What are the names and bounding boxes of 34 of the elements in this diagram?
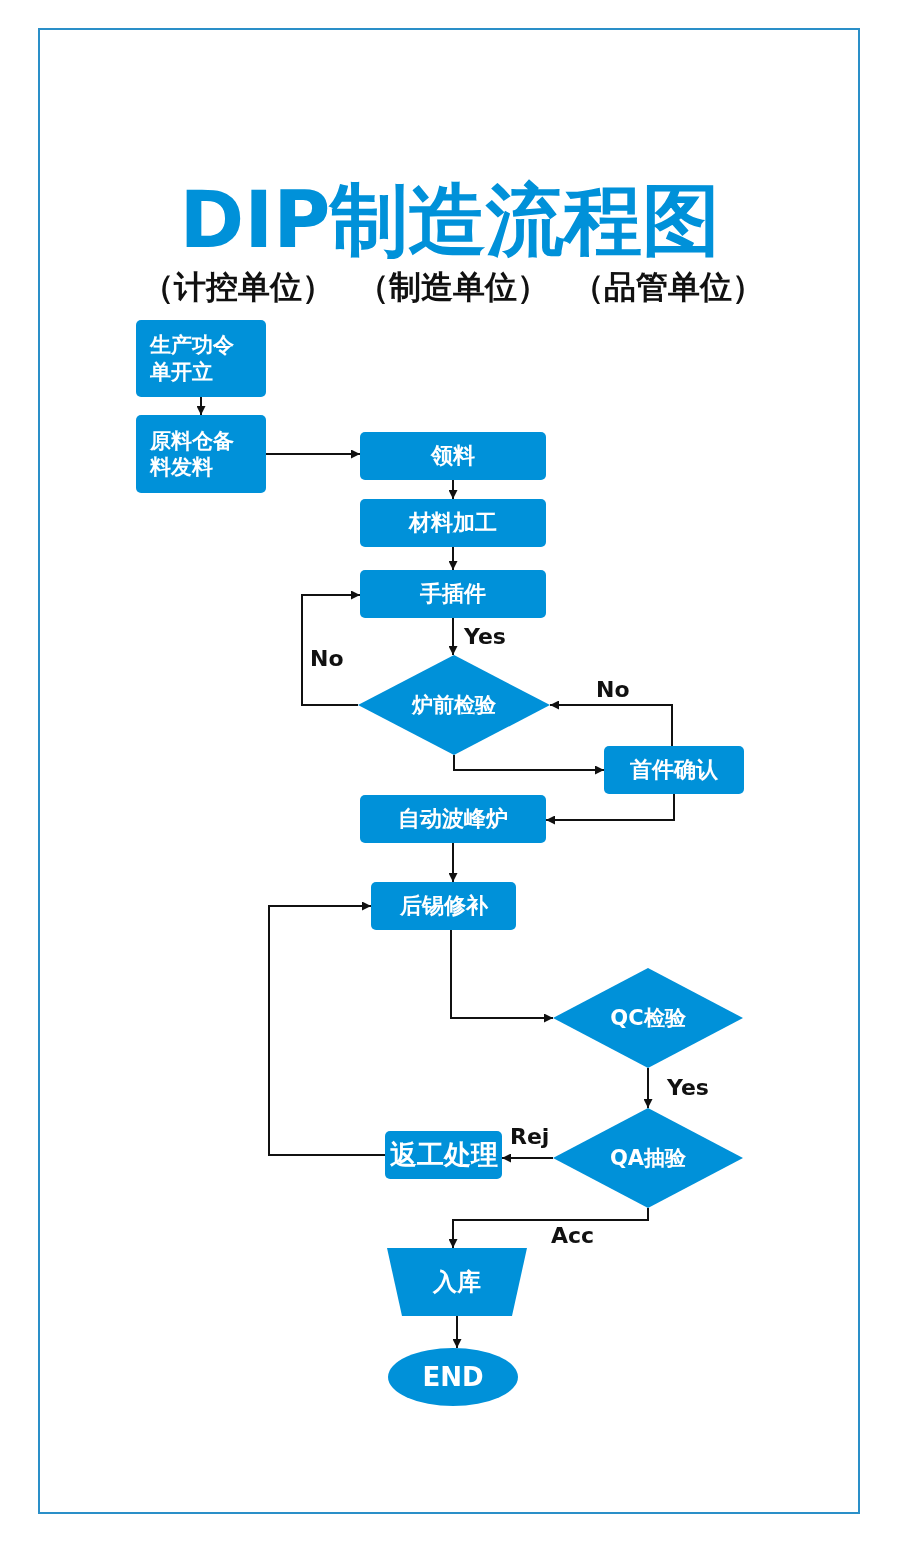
arrow: [545, 793, 675, 825]
arrow: [448, 546, 458, 571]
process-box: 原料仓备料发料: [136, 415, 266, 493]
title: DIP制造流程图: [178, 178, 722, 264]
arrow: [265, 449, 361, 459]
unit-label: （品管单位）: [570, 267, 765, 308]
process-box: 生产功令单开立: [136, 320, 266, 397]
decision-diamond: QA抽验: [553, 1108, 743, 1208]
arrow: [453, 754, 605, 775]
arrow: [268, 901, 386, 1156]
arrow: [549, 700, 673, 747]
storage-trapezoid: 入库: [387, 1248, 527, 1316]
process-box: 后锡修补: [371, 882, 516, 930]
arrow: [450, 929, 554, 1023]
process-box: 手插件: [360, 570, 546, 618]
arrow: [196, 396, 206, 416]
process-box: 返工处理: [385, 1131, 502, 1179]
arrow: [643, 1067, 653, 1109]
unit-label: （计控单位）: [140, 267, 335, 308]
end-oval: END: [388, 1348, 518, 1406]
arrow: [448, 1207, 649, 1249]
decision-diamond: QC检验: [553, 968, 743, 1068]
arrow: [448, 842, 458, 883]
process-box: 领料: [360, 432, 546, 480]
process-box: 自动波峰炉: [360, 795, 546, 843]
arrow: [452, 1315, 462, 1349]
decision-diamond: 炉前检验: [358, 655, 550, 755]
arrow: [448, 617, 458, 656]
arrow: [501, 1153, 554, 1163]
arrow: [448, 479, 458, 500]
process-box: 材料加工: [360, 499, 546, 547]
process-box: 首件确认: [604, 746, 744, 794]
unit-label: （制造单位）: [355, 267, 550, 308]
arrow: [301, 590, 361, 706]
